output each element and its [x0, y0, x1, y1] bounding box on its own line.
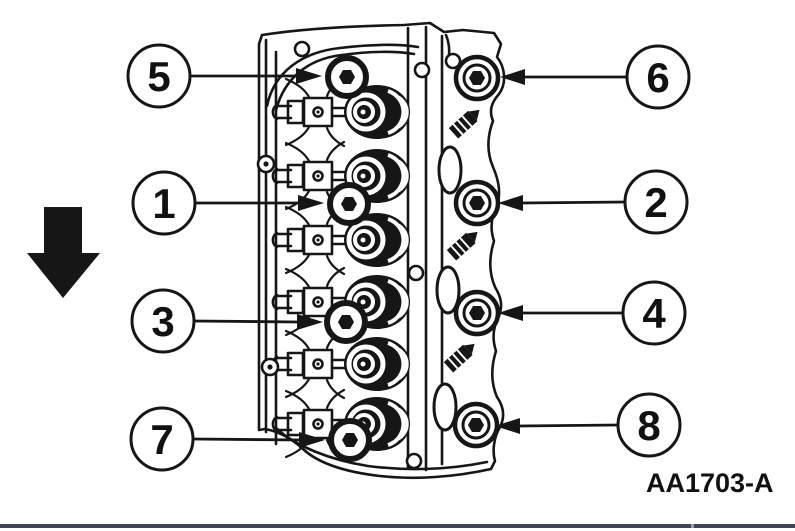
callout-number-3: 3 — [151, 298, 174, 345]
head-bolt-4 — [456, 292, 498, 334]
callout-number-1: 1 — [152, 180, 175, 227]
callout-circle-5 — [126, 43, 192, 109]
port-oval — [437, 145, 463, 195]
callout-number-6: 6 — [646, 54, 669, 101]
screw-hole — [407, 264, 425, 282]
leader-arrow-5 — [190, 68, 322, 84]
leader-arrow-3 — [193, 314, 323, 330]
callout-number-4: 4 — [642, 290, 666, 337]
callout-circle-7 — [129, 406, 195, 472]
angled-stud — [445, 225, 484, 262]
callout-number-5: 5 — [147, 53, 170, 100]
callout-circle-1 — [131, 170, 197, 236]
table-top-border — [0, 524, 795, 528]
leader-arrow-7 — [192, 432, 325, 448]
callout-2: 2 — [498, 169, 689, 235]
head-bolt-7 — [331, 421, 369, 459]
screw-hole — [293, 40, 311, 58]
port-oval — [432, 382, 458, 432]
gasket-curve — [274, 426, 489, 471]
leader-arrow-2 — [498, 195, 626, 211]
screw-hole — [256, 154, 276, 174]
head-bolt-8 — [455, 404, 497, 446]
callout-circle-4 — [621, 280, 687, 346]
column-divider-tick — [691, 524, 694, 528]
head-bolt-5 — [328, 58, 366, 96]
callout-number-2: 2 — [644, 179, 667, 226]
screw-hole — [413, 61, 431, 79]
head-outline — [257, 21, 506, 480]
callout-circle-2 — [623, 169, 689, 235]
callout-circle-6 — [625, 44, 691, 110]
callout-5: 5 — [126, 43, 322, 109]
leader-arrow-8 — [495, 418, 619, 434]
figure-code-label: AA1703-A — [646, 468, 774, 498]
front-of-engine-arrow-icon — [27, 207, 100, 298]
head-bolt-6 — [456, 57, 498, 99]
callout-circle-8 — [616, 392, 682, 458]
head-bolt-2 — [456, 182, 498, 224]
callout-3: 3 — [130, 288, 323, 354]
callout-4: 4 — [498, 280, 687, 346]
callout-7: 7 — [129, 406, 325, 472]
callout-number-7: 7 — [150, 416, 173, 463]
angled-stud — [442, 337, 481, 374]
screw-hole — [405, 452, 423, 470]
leader-arrow-4 — [498, 305, 623, 321]
cover-rim-arcs — [265, 43, 420, 112]
callout-circle-3 — [130, 288, 196, 354]
angled-stud — [447, 103, 486, 140]
callout-1: 1 — [131, 170, 324, 236]
callout-8: 8 — [495, 392, 682, 458]
leader-arrow-1 — [195, 195, 324, 211]
head-bolt-1 — [330, 185, 368, 223]
leader-arrow-6 — [500, 69, 627, 85]
callout-6: 6 — [500, 44, 691, 110]
screw-hole — [260, 357, 280, 377]
cylinder-head-drawing — [256, 21, 506, 480]
callout-number-8: 8 — [637, 402, 660, 449]
head-bolt-3 — [327, 303, 365, 341]
